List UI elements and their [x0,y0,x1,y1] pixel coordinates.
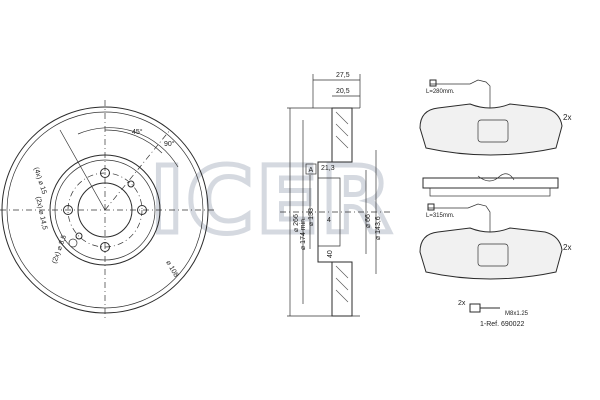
sensor-1-length-label: L=280mm. [426,89,455,95]
qty-bottom-label: 2x [563,243,571,252]
dim-21-3-label: 21,3 [321,165,335,172]
sensor-2-length-label: L=315mm. [426,213,455,219]
dia-outer-label: ⌀ 266 [293,214,300,232]
bolt-spec-label: M8x1.25 [505,311,529,317]
hole-spec-3-label: (2x) ⌀ 8,5 [51,234,68,265]
watermark-logo: ICER [150,147,393,254]
hatch-line [335,277,349,291]
ring-lower [331,261,353,317]
bolt-hole [100,242,110,252]
dim-4-label: 4 [327,217,331,224]
small-hole [127,180,135,188]
pad-bottom-slot [477,243,509,267]
disc-section-view: 27,5 20,5 21,3 4 40 A ⌀ 266 ⌀ 174 min. ⌀… [280,72,390,317]
pad-top-slot [477,119,509,143]
hatch-line [335,289,349,303]
locator-hole [68,238,78,248]
small-hole [75,232,83,240]
disc-front-view: 45° 90° (4x) ⌀ 15 (2x) ⌀ 14,5 (2x) ⌀ 8,5… [0,100,215,320]
ring-upper [331,107,353,163]
hole-spec-1-label: (4x) ⌀ 15 [32,166,47,195]
dia-66-label: ⌀ 66 [365,214,372,228]
pcd-circle [67,172,143,248]
hatch-line [335,123,349,137]
thickness-total-label: 27,5 [336,72,350,79]
wear-sensor-wire [430,79,491,110]
angle-line-90 [59,129,106,211]
pad-bottom [419,227,563,280]
datum-a-box [305,163,317,175]
bolt-qty-label: 2x [458,300,466,307]
angle-45-label: 45° [132,128,143,136]
angle-arc-90 [77,127,179,168]
hat-profile [317,161,332,263]
angle-arc-45 [104,129,163,154]
pcd-label: ⌀ 108 [164,260,179,279]
dia-133-label: ⌀ 133 [308,208,315,226]
pad-side-clip [477,173,515,182]
pad-side-friction [429,187,551,197]
hat-inner-profile [318,177,341,247]
dim-40-label: 40 [327,250,334,258]
qty-top-label: 2x [563,113,571,122]
sensor-plug [427,203,435,211]
angle-90-label: 90° [164,140,175,148]
sensor-plug [429,79,437,87]
bolt-head [469,303,481,313]
thickness-2-label: 20,5 [336,88,350,95]
dia-174-label: ⌀ 174 min. [300,217,307,250]
datum-a-label: A [309,167,314,174]
pad-side-backplate [422,177,559,189]
pad-top [419,103,563,156]
hatch-line [335,265,349,279]
hole-spec-2-label: (2x) ⌀ 14,5 [34,196,48,231]
ref-label: 1-Ref. 690022 [480,321,524,328]
hatch-line [335,135,349,149]
dia-143-6-label: ⌀ 143,6 [375,216,382,240]
wear-sensor-wire [428,203,491,236]
hatch-line [335,111,349,125]
bolt-hole [63,205,73,215]
brake-pads: L=280mm. 2x L=315mm. 2x 2x M8x1.25 1-Ref… [419,79,571,328]
angle-line-45 [104,129,171,211]
